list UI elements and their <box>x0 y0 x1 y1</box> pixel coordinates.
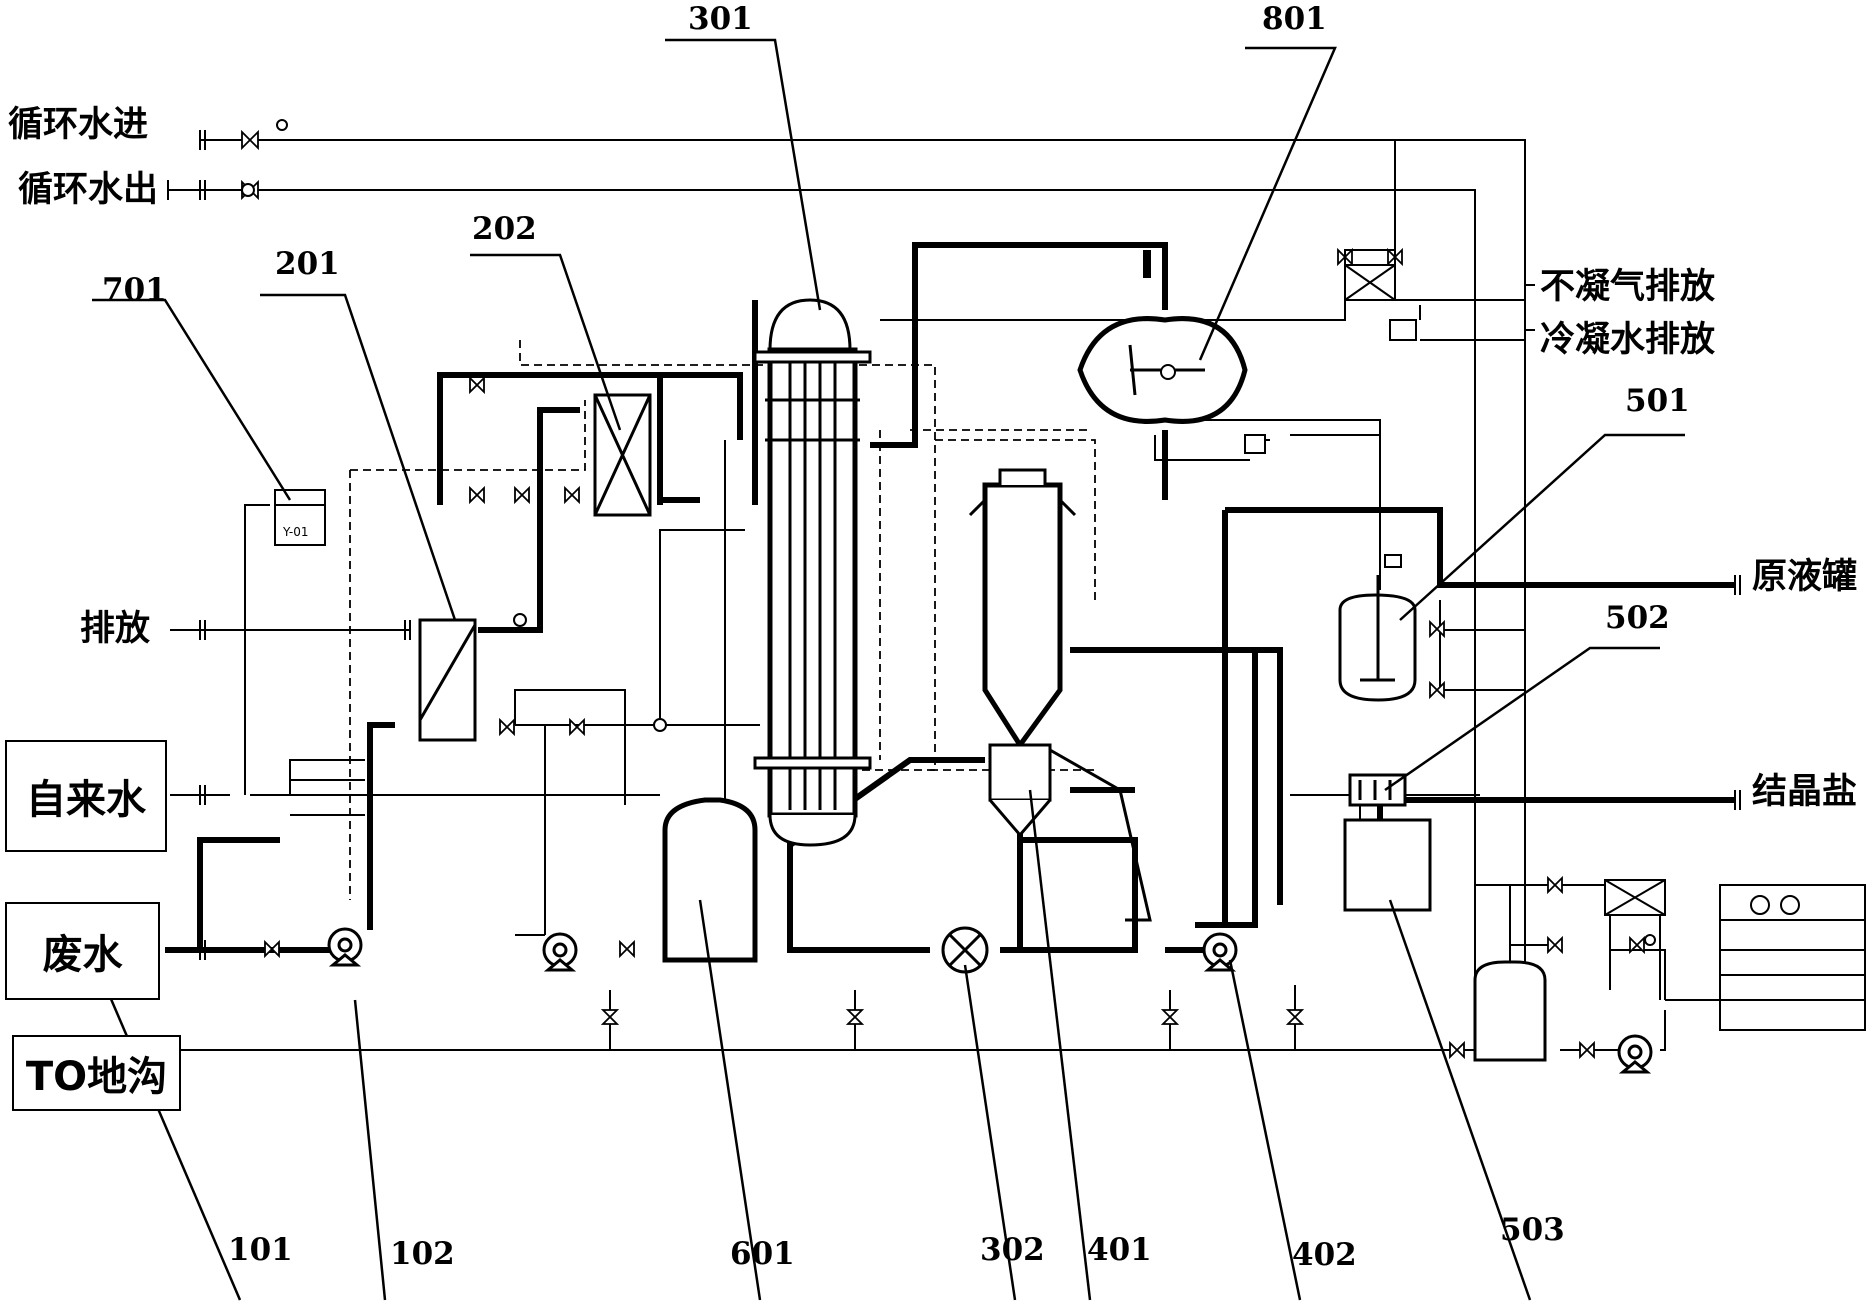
callout-201: 201 <box>275 246 340 282</box>
instrument-bubbles <box>241 119 1656 946</box>
circ-water-out-label: 循环水出 <box>18 170 159 210</box>
raw-liquid-tank-label: 原液罐 <box>1752 557 1858 597</box>
condenser-801 <box>1077 316 1248 424</box>
callout-601: 601 <box>730 1236 795 1272</box>
callout-502: 502 <box>1605 600 1670 636</box>
collection-tank-601 <box>662 797 758 963</box>
pump-circulation <box>542 932 578 972</box>
pump-102 <box>327 927 363 967</box>
separator-401 <box>968 468 1152 922</box>
centrifuge-502 <box>1348 773 1407 807</box>
callout-503: 503 <box>1500 1212 1565 1248</box>
noncondensable-vent-label: 不凝气排放 <box>1540 267 1716 307</box>
to-drain-box: TO地沟 <box>12 1035 181 1111</box>
valves <box>241 129 1645 1060</box>
heat-exchanger-201 <box>418 618 477 742</box>
circulation-device-302 <box>941 926 989 974</box>
callout-101: 101 <box>228 1232 293 1268</box>
heat-exchanger-202 <box>593 393 652 517</box>
callout-301: 301 <box>688 1 753 37</box>
filter-701 <box>274 489 326 546</box>
callout-202: 202 <box>472 211 537 247</box>
small-tank-bottom <box>1473 960 1547 1062</box>
pump-402 <box>1202 932 1238 972</box>
mother-liquor-tank-503 <box>1343 818 1432 912</box>
callout-302: 302 <box>980 1232 1045 1268</box>
tap-water-box: 自来水 <box>5 740 167 852</box>
pumps <box>327 927 1653 1074</box>
callout-801: 801 <box>1262 1 1327 37</box>
callout-leaders <box>92 38 1685 1301</box>
callout-402: 402 <box>1292 1237 1357 1273</box>
filter-tag: Y-01 <box>282 525 309 539</box>
circ-water-in-label: 循环水进 <box>8 105 149 145</box>
crystal-salt-label: 结晶盐 <box>1752 772 1858 812</box>
pump-bottom-right <box>1617 1034 1653 1074</box>
wastewater-box: 废水 <box>5 902 160 1000</box>
crystallizer-501 <box>1338 575 1417 702</box>
callout-701: 701 <box>102 272 167 308</box>
drain-label: 排放 <box>80 609 151 649</box>
heat-exchanger-small <box>1604 879 1666 916</box>
flanges <box>167 130 1741 960</box>
instrument-marks <box>1143 250 1800 915</box>
evaporator-301 <box>753 298 872 847</box>
utility-lines <box>168 139 1866 1051</box>
heat-exchanger-condensate <box>1344 264 1396 301</box>
process-lines <box>165 242 1735 955</box>
callout-501: 501 <box>1625 383 1690 419</box>
callout-401: 401 <box>1087 1232 1152 1268</box>
condensate-drain-label: 冷凝水排放 <box>1540 320 1716 360</box>
callout-102: 102 <box>390 1236 455 1272</box>
